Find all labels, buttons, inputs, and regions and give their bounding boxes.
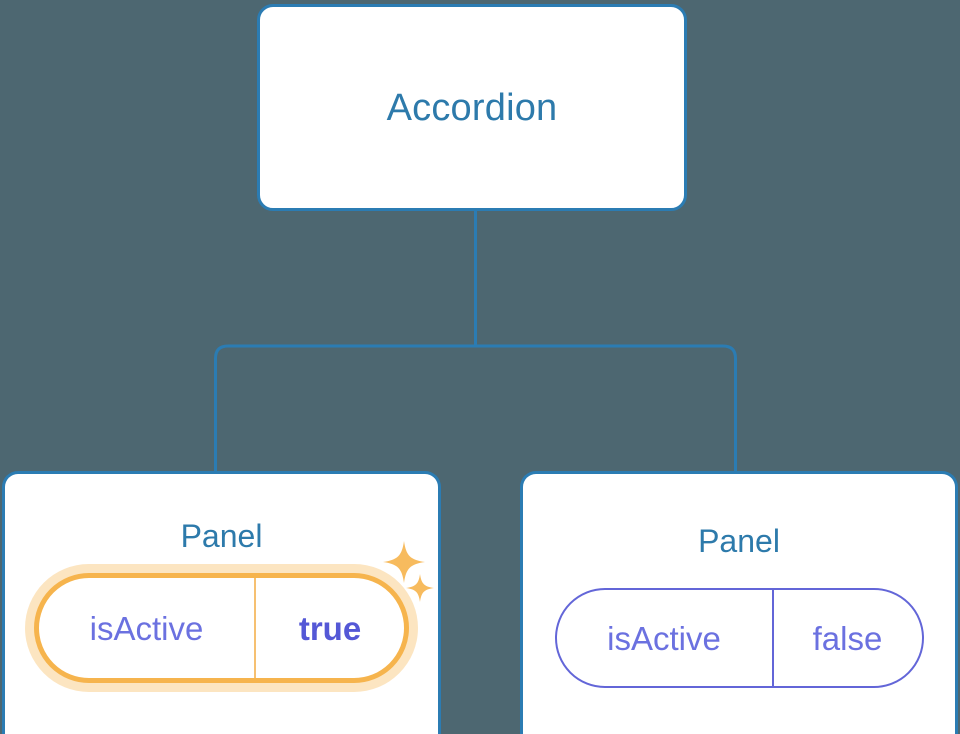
prop-key: isActive (39, 578, 256, 678)
node-panel-active[interactable]: Panel isActive true (2, 471, 441, 734)
prop-value: false (812, 619, 883, 657)
connector-branch-right (475, 344, 737, 472)
node-panel-active-title: Panel (180, 518, 263, 554)
connector-branch-left (214, 344, 476, 472)
prop-value: true (298, 609, 362, 647)
prop-key: isActive (557, 590, 774, 686)
node-accordion-title: Accordion (386, 86, 558, 129)
prop-pill-is-active-false[interactable]: isActive false (554, 588, 924, 688)
node-panel-inactive[interactable]: Panel isActive false (520, 471, 958, 734)
node-accordion[interactable]: Accordion (257, 4, 687, 211)
node-panel-inactive-title: Panel (698, 523, 780, 559)
prop-pill-is-active-true[interactable]: isActive true (34, 573, 409, 683)
